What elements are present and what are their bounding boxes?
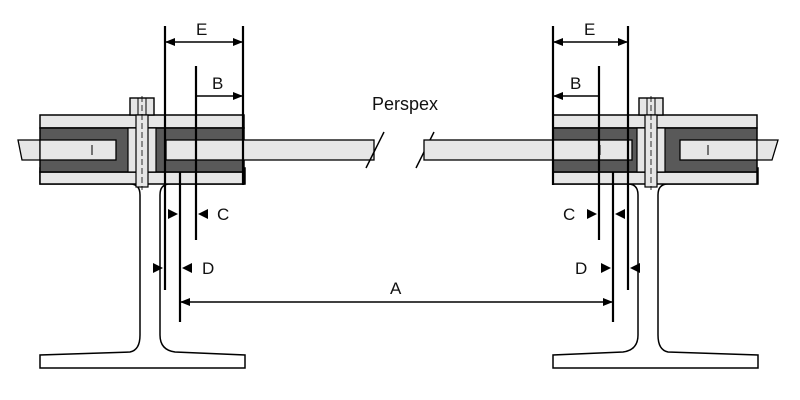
left-i-beam	[39, 167, 246, 369]
dim-c-left-arrows	[168, 209, 208, 219]
perspex-sheet	[17, 131, 779, 169]
material-label: Perspex	[372, 94, 438, 114]
dim-d-left-label: D	[202, 259, 214, 278]
dim-d-left-arrows	[153, 263, 192, 273]
dim-c-right-arrows	[587, 209, 625, 219]
dim-b-right-label: B	[570, 74, 581, 93]
dim-d-right-label: D	[575, 259, 587, 278]
dim-d-right-arrows	[601, 263, 640, 273]
dim-a-label: A	[390, 279, 402, 298]
dim-c-left-label: C	[217, 205, 229, 224]
dim-c-right-label: C	[563, 205, 575, 224]
dim-e-left-label: E	[196, 20, 207, 39]
dim-e-right-label: E	[584, 20, 595, 39]
dim-b-left-label: B	[212, 74, 223, 93]
left-reference-lines	[163, 26, 245, 322]
right-i-beam	[552, 167, 759, 369]
right-reference-lines	[551, 26, 630, 322]
